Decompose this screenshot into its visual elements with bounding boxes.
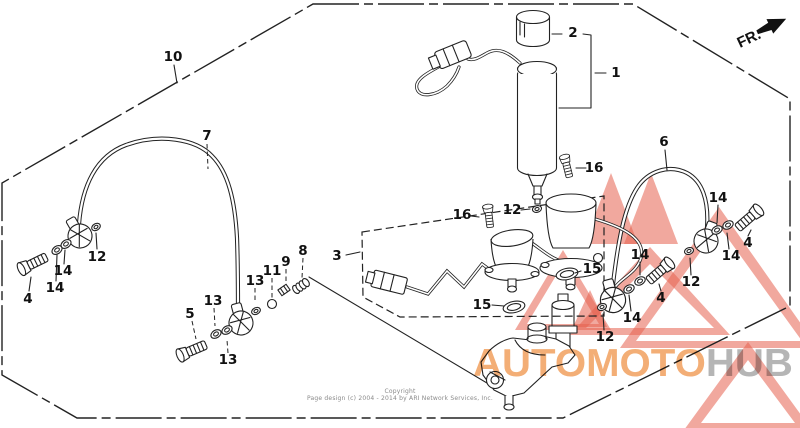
part-callout-12[interactable]: 12 bbox=[87, 249, 107, 265]
part-callout-14[interactable]: 14 bbox=[708, 190, 728, 206]
part-callout-2[interactable]: 2 bbox=[568, 25, 578, 41]
part-callout-12[interactable]: 12 bbox=[595, 329, 615, 345]
manifold-assembly bbox=[480, 275, 630, 411]
triangle-watermarks bbox=[515, 173, 800, 428]
assembly-leader-line bbox=[308, 276, 498, 390]
part-callout-11[interactable]: 11 bbox=[262, 263, 282, 279]
part-callout-4[interactable]: 4 bbox=[23, 291, 33, 307]
part-callout-16[interactable]: 16 bbox=[452, 207, 472, 223]
copyright-notice: Copyright Page design (c) 2004 - 2014 by… bbox=[300, 388, 500, 402]
part-callout-10[interactable]: 10 bbox=[163, 49, 183, 65]
part-callout-16[interactable]: 16 bbox=[584, 160, 604, 176]
canister-assembly bbox=[415, 9, 558, 205]
hose-7 bbox=[59, 136, 257, 339]
part-callout-6[interactable]: 6 bbox=[659, 134, 669, 150]
copyright-line2: Page design (c) 2004 - 2014 by ARI Netwo… bbox=[306, 395, 494, 402]
ball-11 bbox=[266, 298, 278, 310]
part-callout-14[interactable]: 14 bbox=[622, 310, 642, 326]
fr-arrow-icon bbox=[756, 18, 787, 35]
hardware-parts bbox=[14, 152, 767, 364]
part-callout-13[interactable]: 13 bbox=[203, 293, 223, 309]
solenoid-valve-left bbox=[484, 229, 540, 293]
hose-6 bbox=[610, 167, 725, 287]
clip-9 bbox=[277, 283, 291, 297]
part-callout-15[interactable]: 15 bbox=[582, 261, 602, 277]
part-callout-1[interactable]: 1 bbox=[611, 65, 621, 81]
border-outline bbox=[1, 3, 791, 419]
part-callout-14[interactable]: 14 bbox=[630, 247, 650, 263]
subassembly-connector bbox=[364, 269, 408, 295]
part-callout-13[interactable]: 13 bbox=[245, 273, 265, 289]
part-callout-3[interactable]: 3 bbox=[332, 248, 342, 264]
spring-8 bbox=[292, 277, 310, 295]
copyright-line1: Copyright bbox=[384, 388, 416, 395]
part-callout-14[interactable]: 14 bbox=[721, 248, 741, 264]
part-callout-4[interactable]: 4 bbox=[656, 290, 666, 306]
site-watermark: AUTOMOTOHUB bbox=[473, 344, 793, 383]
part-callout-15[interactable]: 15 bbox=[472, 297, 492, 313]
solenoid-subassembly bbox=[364, 193, 644, 296]
part-callout-7[interactable]: 7 bbox=[202, 128, 212, 144]
part-callout-14[interactable]: 14 bbox=[53, 263, 73, 279]
part-callout-14[interactable]: 14 bbox=[45, 280, 65, 296]
part-callout-12[interactable]: 12 bbox=[681, 274, 701, 290]
part-callout-12[interactable]: 12 bbox=[502, 202, 522, 218]
part-callout-8[interactable]: 8 bbox=[298, 243, 308, 259]
canister-connector bbox=[427, 40, 472, 70]
part-callout-5[interactable]: 5 bbox=[185, 306, 195, 322]
part-callout-9[interactable]: 9 bbox=[281, 254, 291, 270]
callout-leaders bbox=[28, 33, 752, 354]
part-callout-4[interactable]: 4 bbox=[743, 235, 753, 251]
solenoid-valve-right bbox=[539, 193, 604, 291]
watermark-secondary: HUB bbox=[705, 342, 793, 385]
part-callout-13[interactable]: 13 bbox=[218, 352, 238, 368]
watermark-primary: AUTOMOTO bbox=[473, 342, 706, 385]
